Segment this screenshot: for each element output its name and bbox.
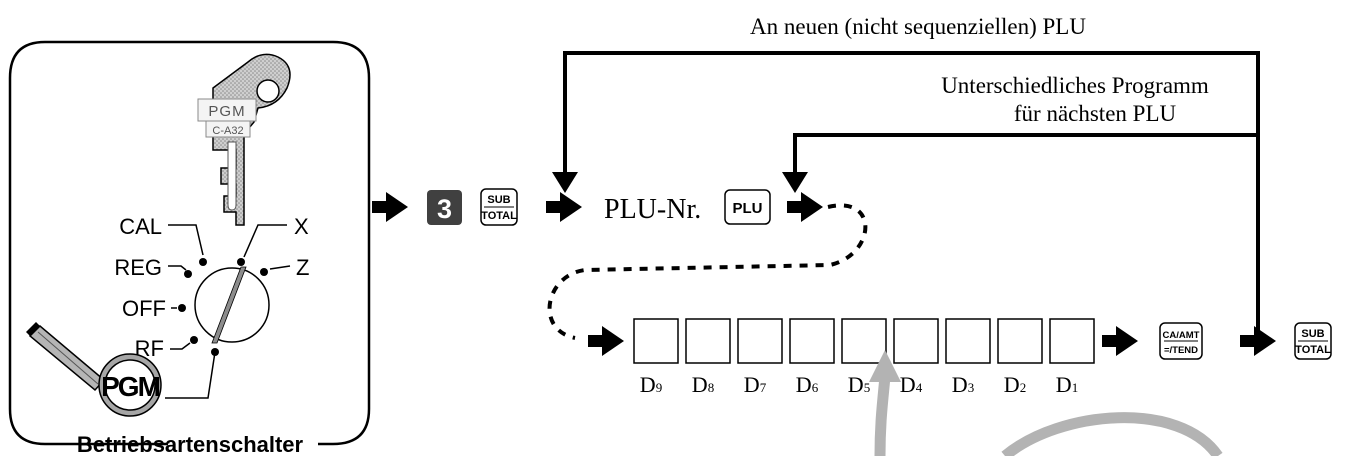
subtotal-key-line1: SUB xyxy=(487,194,510,206)
dot-cal xyxy=(199,258,207,266)
dot-rf xyxy=(190,336,198,344)
panel-frame xyxy=(8,40,371,446)
digit-box xyxy=(945,318,991,364)
mode-dial xyxy=(194,267,270,343)
arrow-right-icon xyxy=(1102,326,1138,356)
dot-z xyxy=(260,268,268,276)
digit-box xyxy=(841,318,887,364)
digit-label: D1 xyxy=(1056,372,1078,397)
plu-key-label: PLU xyxy=(733,200,763,217)
digit-label: D6 xyxy=(796,372,819,397)
dial-pointer xyxy=(211,266,247,344)
tend-key-line1: CA/AMT xyxy=(1163,330,1200,341)
key-icon: PGM C-A32 xyxy=(197,53,291,226)
pointer-stick-icon xyxy=(26,322,106,392)
inner-loop-label-line1: Unterschiedliches Programm xyxy=(941,73,1209,98)
arrow-right-icon xyxy=(372,192,408,222)
position-label-x: X xyxy=(294,214,309,239)
digit-box xyxy=(789,318,835,364)
digit-label: D7 xyxy=(744,372,767,397)
arrow-down-icon xyxy=(782,172,808,193)
digit-label: D4 xyxy=(900,372,923,397)
inner-loop-label-line2: für nächsten PLU xyxy=(1014,101,1177,126)
final-subtotal-line1: SUB xyxy=(1301,328,1324,340)
position-label-reg: REG xyxy=(114,255,162,280)
digit-boxes xyxy=(633,318,1095,364)
arrow-down-icon xyxy=(552,172,578,193)
pgm-badge-label: PGM xyxy=(101,371,159,402)
mode-switch-label: Betriebsartenschalter xyxy=(77,432,304,456)
digit-label: D3 xyxy=(952,372,974,397)
digit-label: D8 xyxy=(692,372,714,397)
digit-label: D5 xyxy=(848,372,870,397)
dashed-connector xyxy=(547,203,868,340)
position-label-cal: CAL xyxy=(119,214,162,239)
digit-box xyxy=(685,318,731,364)
arrow-right-icon xyxy=(787,192,823,222)
curved-gray-arrow-icon xyxy=(869,350,1223,456)
digit-label: D2 xyxy=(1004,372,1026,397)
ca-amt-tend-key: CA/AMT =/TEND xyxy=(1159,322,1203,360)
subtotal-key: SUB TOTAL xyxy=(480,188,518,226)
digit-box xyxy=(1049,318,1095,364)
outer-loop-label: An neuen (nicht sequenziellen) PLU xyxy=(750,14,1086,39)
outer-loop-line xyxy=(563,51,1260,344)
digit-labels: D9 D8 D7 D6 D5 D4 D3 D2 D1 xyxy=(640,372,1078,397)
key-code: C-A32 xyxy=(212,125,243,137)
tend-key-line2: =/TEND xyxy=(1164,345,1198,356)
position-label-z: Z xyxy=(296,255,309,280)
loop-back-lines xyxy=(552,51,1260,344)
plu-key: PLU xyxy=(724,189,771,225)
digit-label: D9 xyxy=(640,372,662,397)
digit-box xyxy=(893,318,939,364)
digit-box xyxy=(997,318,1043,364)
final-subtotal-key: SUB TOTAL xyxy=(1294,322,1332,360)
arrow-right-icon xyxy=(588,326,624,356)
inner-loop-line xyxy=(793,133,1258,175)
subtotal-key-line2: TOTAL xyxy=(481,210,517,222)
plu-number-label: PLU-Nr. xyxy=(604,194,701,225)
final-subtotal-line2: TOTAL xyxy=(1295,344,1331,356)
digit-box xyxy=(633,318,679,364)
key-label: PGM xyxy=(208,103,245,120)
number-key-3 xyxy=(427,190,462,225)
mode-switch-panel: Betriebsartenschalter PGM C-A32 xyxy=(8,40,371,456)
dot-reg xyxy=(184,270,192,278)
dot-x xyxy=(237,258,245,266)
arrow-right-icon xyxy=(546,192,582,222)
number-key-label: 3 xyxy=(437,194,452,224)
dot-off xyxy=(178,304,186,312)
position-label-off: OFF xyxy=(122,296,166,321)
digit-box xyxy=(737,318,783,364)
